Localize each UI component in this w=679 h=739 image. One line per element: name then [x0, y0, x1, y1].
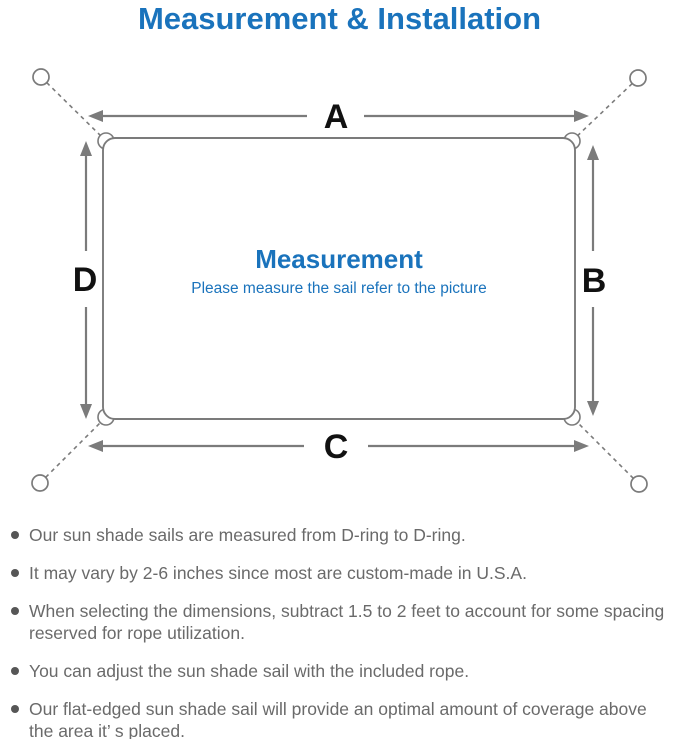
sail-outline — [102, 137, 576, 420]
list-item: You can adjust the sun shade sail with t… — [11, 660, 666, 682]
anchor-ring-top-left-icon — [32, 68, 50, 86]
rope-bottom-right — [571, 416, 640, 485]
rope-top-left — [40, 76, 107, 142]
bullet-dot-icon — [11, 569, 19, 577]
arrowhead-down-icon — [80, 404, 92, 419]
dimension-arrow-b: B — [582, 145, 607, 416]
rope-bottom-left — [39, 416, 107, 484]
dimension-label-b: B — [582, 262, 607, 300]
dimension-label-d: D — [73, 261, 98, 299]
arrowhead-right-icon — [574, 110, 589, 122]
arrowhead-up-icon — [80, 141, 92, 156]
note-text: It may vary by 2-6 inches since most are… — [29, 563, 527, 583]
rope-top-right — [571, 77, 639, 142]
arrowhead-right-icon — [574, 440, 589, 452]
note-text: Our flat-edged sun shade sail will provi… — [29, 699, 647, 739]
bullet-dot-icon — [11, 607, 19, 615]
list-item: Our sun shade sails are measured from D-… — [11, 524, 666, 546]
list-item: Our flat-edged sun shade sail will provi… — [11, 698, 666, 739]
arrowhead-up-icon — [587, 145, 599, 160]
sail-measurement-diagram: A C D B Measurement Please meas — [31, 68, 648, 493]
arrowhead-left-icon — [88, 110, 103, 122]
bullet-dot-icon — [11, 705, 19, 713]
note-text: When selecting the dimensions, subtract … — [29, 601, 665, 643]
anchor-ring-top-right-icon — [629, 69, 647, 87]
note-text: Our sun shade sails are measured from D-… — [29, 525, 466, 545]
note-text: You can adjust the sun shade sail with t… — [29, 661, 470, 681]
measurement-heading: Measurement — [255, 244, 423, 274]
dimension-arrow-c: C — [88, 428, 589, 466]
anchor-ring-bottom-left-icon — [31, 474, 49, 492]
anchor-ring-bottom-right-icon — [630, 475, 648, 493]
arrowhead-left-icon — [88, 440, 103, 452]
page-title: Measurement & Installation — [137, 1, 542, 36]
dimension-arrow-d: D — [73, 141, 98, 419]
dimension-label-c: C — [324, 428, 349, 466]
list-item: When selecting the dimensions, subtract … — [11, 600, 666, 644]
anchor-rings — [31, 68, 648, 493]
dimension-label-a: A — [324, 98, 349, 136]
dimension-arrow-a: A — [88, 98, 589, 136]
measurement-subtitle: Please measure the sail refer to the pic… — [191, 280, 487, 297]
instruction-notes: Our sun shade sails are measured from D-… — [11, 524, 666, 739]
bullet-dot-icon — [11, 531, 19, 539]
bullet-dot-icon — [11, 667, 19, 675]
arrowhead-down-icon — [587, 401, 599, 416]
list-item: It may vary by 2-6 inches since most are… — [11, 562, 666, 584]
